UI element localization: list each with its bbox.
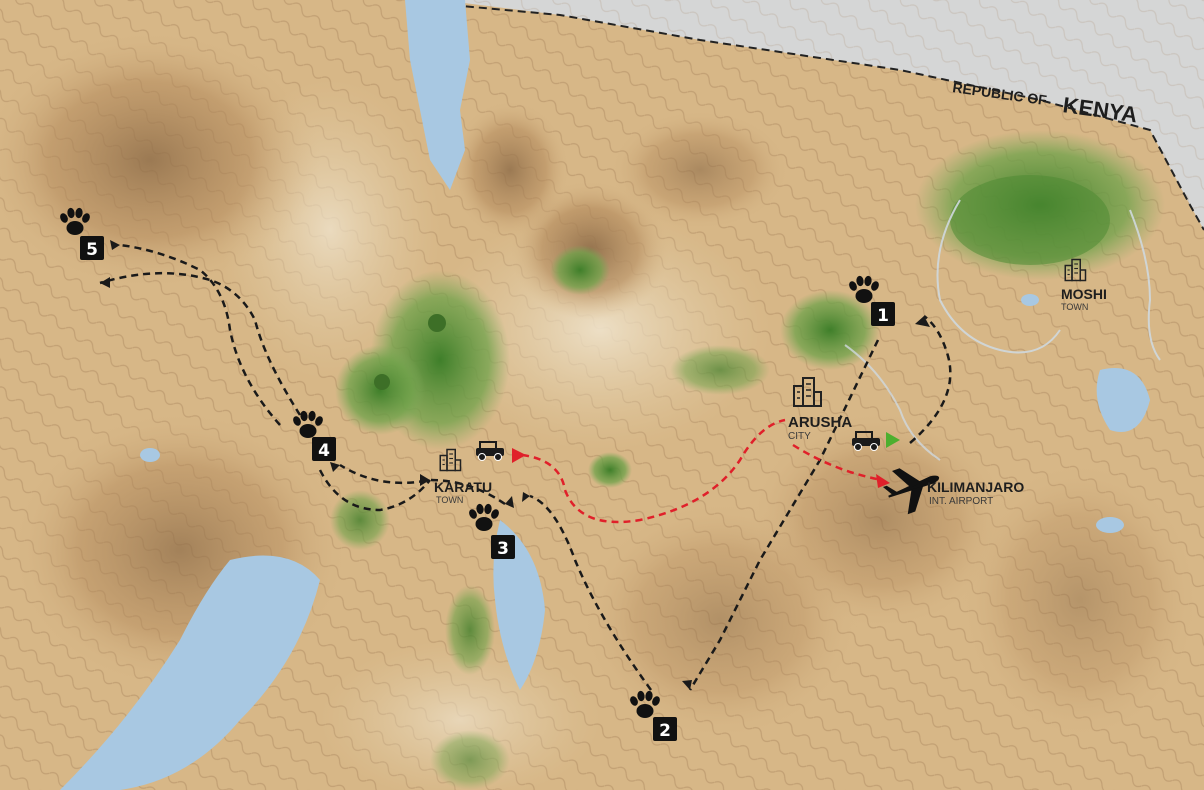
end-flag-icon [512,448,526,463]
stop-1-marker: 1 [847,275,895,326]
place-airport-name: KILIMANJARO [927,479,1024,495]
stop-4-marker: 4 [291,410,336,461]
stop-number: 1 [877,306,889,326]
stop-number: 3 [497,539,509,559]
stop-number: 5 [86,240,98,260]
stop-3-marker: 3 [467,503,515,559]
stop-5-marker: 5 [58,207,104,260]
place-moshi-type: TOWN [1061,302,1088,312]
airplane-icon [882,468,940,515]
place-karatu-name: KARATU [434,479,492,495]
place-moshi-name: MOSHI [1061,286,1107,302]
stop-number: 4 [318,441,330,461]
stop-2-marker: 2 [628,690,677,741]
place-arusha-type: CITY [788,431,811,442]
start-flag-icon [886,432,900,448]
stop-number: 2 [659,721,671,741]
place-karatu-type: TOWN [436,495,463,505]
place-airport-type: INT. AIRPORT [929,496,993,507]
place-arusha-name: ARUSHA [788,414,852,431]
